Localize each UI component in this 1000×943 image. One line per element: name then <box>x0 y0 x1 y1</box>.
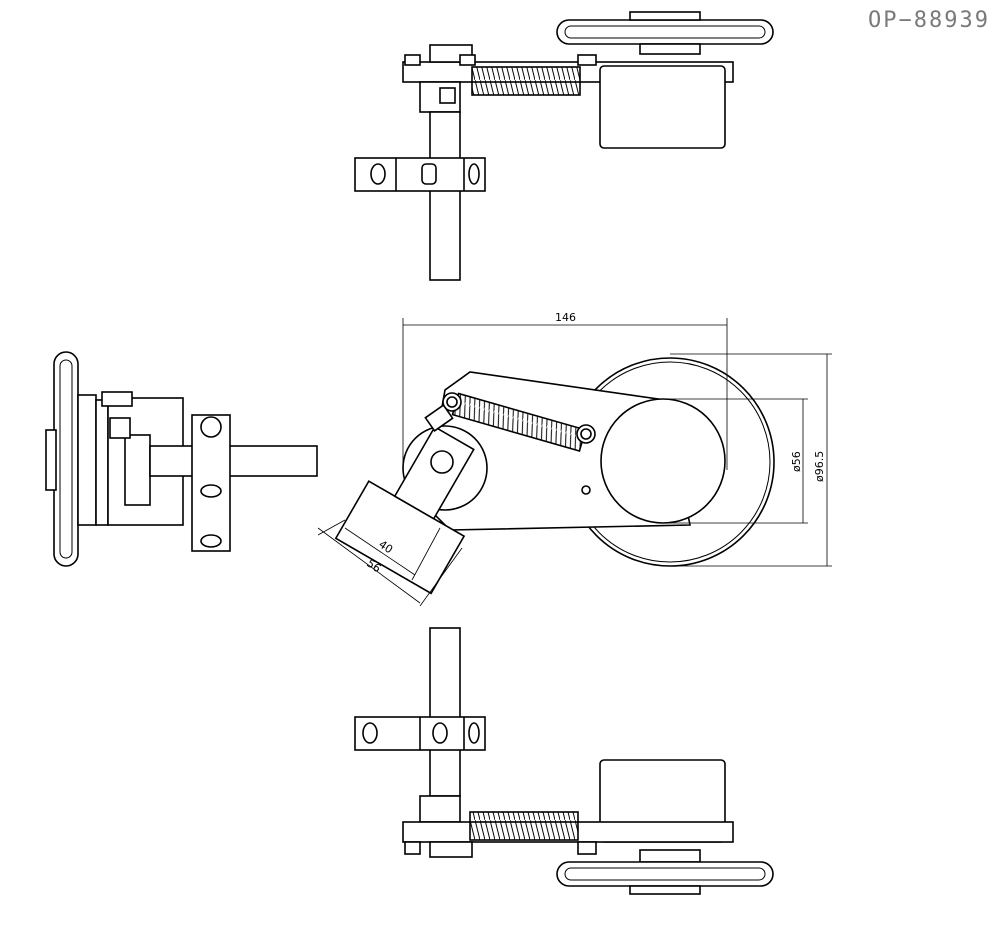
bottom-pulley-rim <box>556 861 774 887</box>
side-view <box>45 351 318 567</box>
bottom-spring <box>469 811 579 841</box>
dim-inner-diameter-label: ø56 <box>790 451 803 472</box>
part-number-label: OP−88939 <box>868 8 990 33</box>
dim-56-label: 56 <box>364 557 383 576</box>
top-pulley-rim <box>556 19 774 45</box>
top-housing <box>599 65 726 149</box>
inner-hub <box>600 398 726 524</box>
top-view <box>354 11 774 281</box>
bottom-view <box>354 627 774 895</box>
dim-outer-diameter-label: ø96.5 <box>813 451 826 482</box>
dim-146-label: 146 <box>555 311 576 324</box>
top-shaft <box>429 111 461 281</box>
dim-40-label: 40 <box>376 538 395 557</box>
front-view <box>334 357 775 595</box>
bottom-shaft <box>429 627 461 797</box>
dimensions <box>317 318 832 607</box>
top-spring <box>471 66 581 96</box>
side-pulley <box>53 351 79 567</box>
